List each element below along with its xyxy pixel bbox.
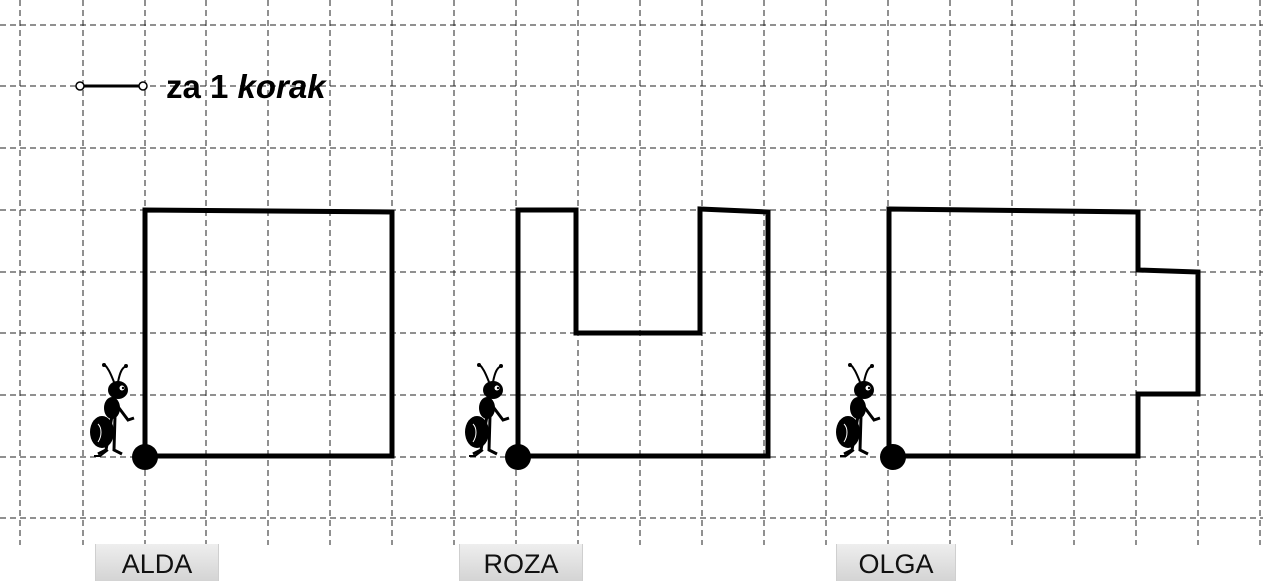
label-roza: ROZA	[459, 544, 583, 581]
path-olga	[886, 206, 1201, 459]
label-olga: OLGA	[836, 544, 956, 581]
path-roza	[515, 206, 771, 459]
legend-number: za 1	[166, 68, 228, 105]
legend: za 1 korak	[75, 68, 327, 105]
label-olga-text: OLGA	[858, 549, 934, 579]
legend-unit: korak	[238, 68, 328, 105]
label-roza-text: ROZA	[483, 549, 559, 579]
ant-icon	[834, 361, 882, 458]
ant-icon	[88, 361, 136, 458]
start-dot-roza	[505, 444, 531, 470]
label-alda: ALDA	[95, 544, 219, 581]
start-dot-alda	[132, 444, 158, 470]
legend-start-node	[75, 81, 85, 91]
label-alda-text: ALDA	[121, 549, 193, 579]
legend-label: za 1 korak	[166, 68, 327, 105]
ant-icon	[463, 361, 511, 458]
path-alda	[142, 207, 395, 459]
start-dot-olga	[880, 444, 906, 470]
legend-end-node	[138, 81, 148, 91]
